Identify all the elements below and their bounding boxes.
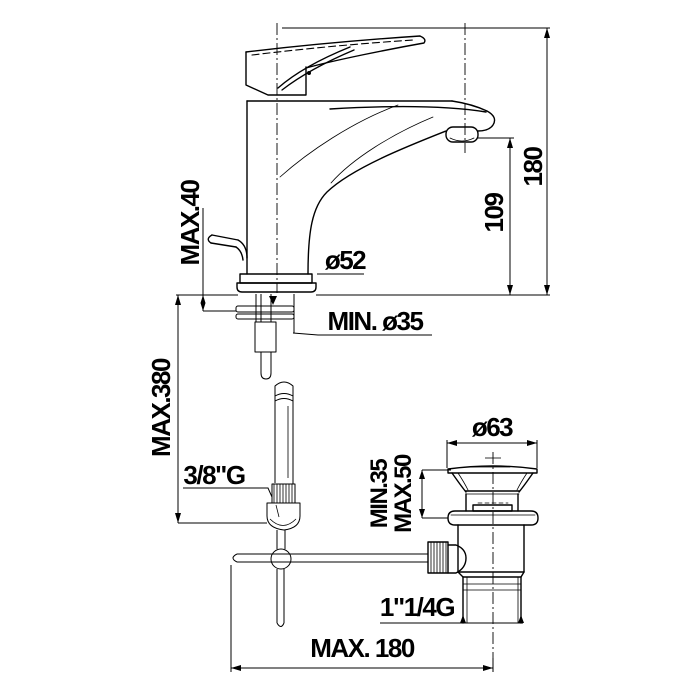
dim-min-hole-diameter: MIN. ø35: [328, 306, 424, 336]
dim-supply-thread: 3/8"G: [183, 460, 244, 490]
dimension-lines: [176, 27, 550, 672]
dim-overall-height: 180: [518, 147, 548, 187]
under-deck-parts: [232, 294, 428, 627]
faucet-outline: [207, 35, 496, 293]
dim-max-hose-length: MAX.380: [146, 358, 176, 457]
dim-basin-min: MIN.35: [366, 459, 393, 529]
centerlines: [276, 23, 494, 658]
dimension-arrows: [175, 28, 550, 671]
dim-waste-thread: 1"1/4G: [380, 592, 454, 622]
dim-base-diameter: ø52: [325, 245, 366, 275]
dim-max-deck-thickness: MAX.40: [175, 180, 205, 266]
dim-waste-cap-diameter: ø63: [472, 412, 513, 442]
dim-max-rod-reach: MAX. 180: [310, 633, 415, 663]
drain-outline: [427, 465, 539, 624]
dim-basin-max: MAX.50: [390, 454, 417, 533]
dim-spout-height: 109: [479, 193, 509, 233]
dimension-labels: 180 109 MAX.40 MAX.380 ø52 MIN. ø35 3/8"…: [146, 147, 548, 663]
